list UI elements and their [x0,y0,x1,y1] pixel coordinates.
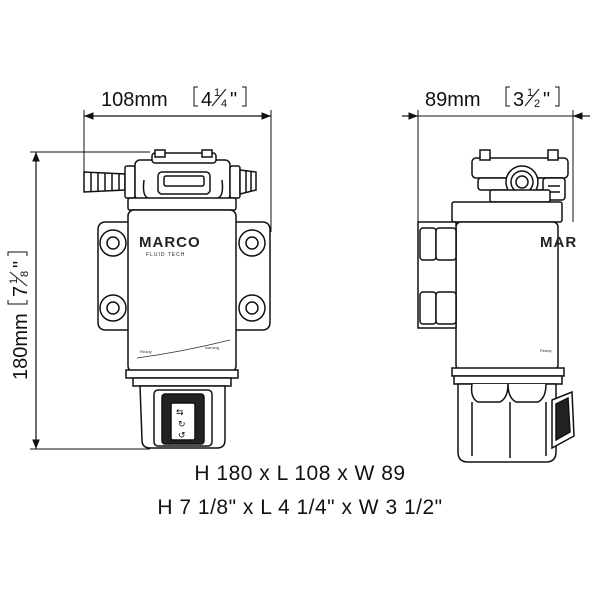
width-inch-whole: 4 [201,89,212,111]
depth-inch-mark: " [543,89,550,111]
pump-side-view [417,149,575,463]
width-metric-label: 108mm [101,89,168,111]
width-bracket-right [242,86,247,107]
switch-symbol-1: ⇆ [176,408,184,418]
pump-front-view [83,149,271,449]
summary-imperial: H 7 1/8" x L 4 1/4" x W 3 1/2" [157,496,443,519]
height-bracket-left [7,300,28,305]
height-bracket-right [7,251,28,256]
height-inch-den: 8 [19,271,31,277]
height-dimension: 180mm 7 1 8 " [7,151,150,450]
width-inch-mark: " [230,89,237,111]
side-labels: MAR Ready [540,234,577,353]
side-pump-head [471,149,569,203]
width-inch-num: 1 [214,87,220,99]
side-motor-housing [451,221,565,385]
brand-sub: FLUID TECH [146,252,185,258]
side-mount-brackets [417,221,457,329]
width-bracket-left [193,86,198,107]
width-inch-den: 4 [221,98,227,110]
front-label-left: Ready [140,349,152,354]
depth-inch-num: 1 [527,87,533,99]
depth-metric-label: 89mm [425,89,481,111]
side-label: Ready [540,348,552,353]
side-switch-housing [457,383,575,463]
depth-inch-den: 2 [534,98,540,110]
switch-housing [139,385,226,449]
switch-symbol-3: ↺ [178,431,186,441]
depth-bracket-left [505,86,510,107]
brand-logo: MARCO [139,234,201,251]
height-inch-mark: " [10,261,32,268]
depth-dimension: 89mm 3 1 2 " [402,86,590,222]
inlet-hose-barb [83,165,136,199]
width-dimension: 108mm 4 1 4 " [83,86,272,232]
pump-head [134,149,231,201]
height-inch-whole: 7 [10,286,32,297]
outlet-port [229,165,257,199]
switch-symbol-2: ↻ [178,420,186,430]
front-label-right: warning [205,345,219,350]
depth-inch-whole: 3 [513,89,524,111]
summary-metric: H 180 x L 108 x W 89 [194,462,406,485]
depth-bracket-right [555,86,560,107]
height-metric-label: 180mm [10,313,32,380]
side-brand-logo: MAR [540,234,577,251]
height-inch-num: 1 [8,278,20,284]
front-labels: MARCO FLUID TECH Ready warning ⇆ ↻ ↺ [136,234,231,441]
